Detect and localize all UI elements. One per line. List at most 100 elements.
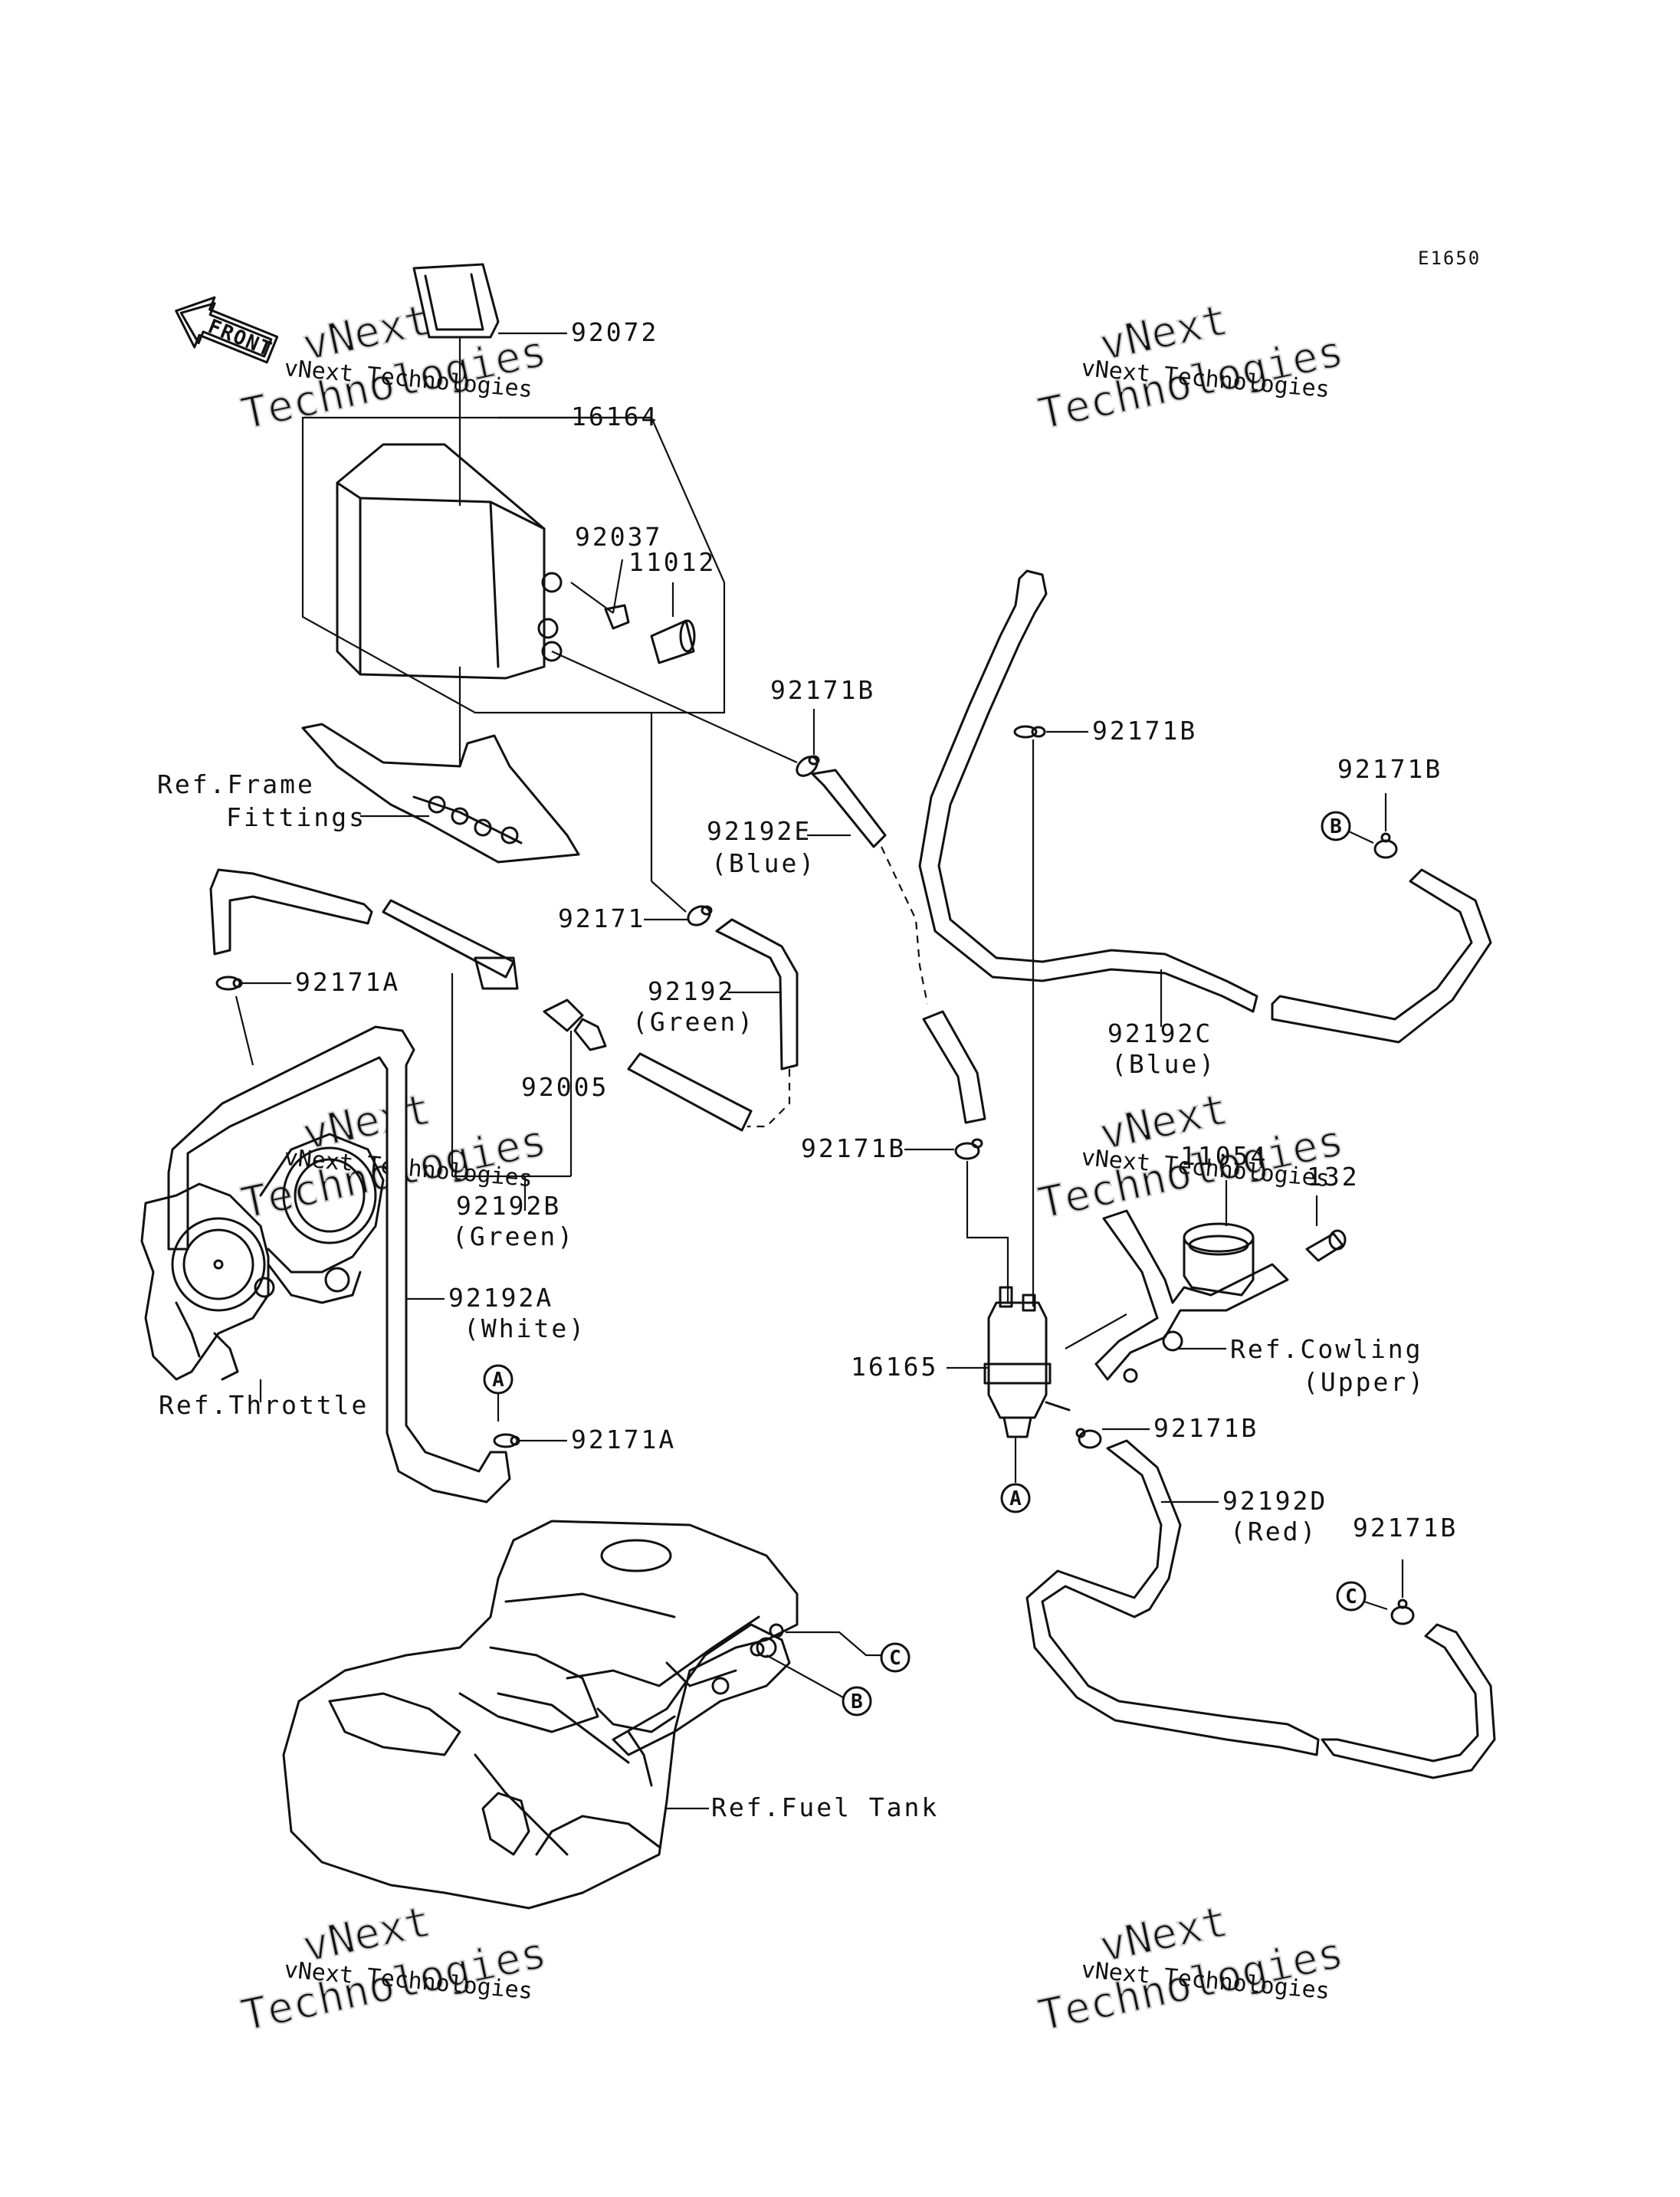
fuel-tank-nipple-b (750, 1641, 765, 1657)
label-92192A-color: (White) (464, 1313, 586, 1343)
label-92192B: 92192B (456, 1191, 561, 1221)
hose-92192B-left (209, 868, 373, 956)
label-16165: 16165 (851, 1352, 938, 1382)
leader-canister-outlet (551, 650, 798, 764)
leader-92171B-4-down (966, 1161, 1009, 1303)
front-arrow-icon: FRONT (175, 296, 279, 364)
hose-92192-green (715, 918, 799, 1071)
clamp-92171B-3 (1373, 832, 1398, 859)
hose-92192E (811, 769, 887, 848)
clamp-92171B-5 (1075, 1428, 1102, 1449)
watermark-top-right: vNext Technologies vNext Technologies (1033, 294, 1348, 441)
label-92171B-2: 92171B (1092, 716, 1197, 746)
label-92171B-4: 92171B (801, 1133, 906, 1163)
leader-marker-B-left (766, 1654, 844, 1698)
leader-marker-C-left (786, 1631, 881, 1657)
marker-C-left: C (880, 1642, 911, 1673)
hose-92192A-white (167, 1025, 511, 1503)
hose-92192D-red (1025, 1439, 1320, 1756)
svg-text:C: C (889, 1647, 901, 1670)
label-92192B-color: (Green) (452, 1221, 575, 1251)
label-92192D-color: (Red) (1230, 1517, 1317, 1546)
marker-B-right: B (1321, 811, 1351, 841)
hose-92192E-lower (922, 1010, 986, 1124)
label-ref-frame-2: Fittings (226, 802, 366, 832)
marker-A-right: A (1000, 1483, 1031, 1513)
hose-92192C-right (1271, 868, 1492, 1044)
bolt-132 (1305, 1229, 1347, 1262)
marker-B-left: B (842, 1686, 872, 1717)
throttle-body (140, 1133, 385, 1381)
label-132: 132 (1307, 1162, 1360, 1192)
label-92192C: 92192C (1107, 1018, 1212, 1048)
leader-92037 (612, 559, 624, 614)
clamp-92171B-1 (796, 755, 820, 777)
label-92192: 92192 (648, 976, 735, 1006)
label-92171B-1: 92171B (770, 675, 875, 705)
diagram-code: E1650 (1418, 248, 1481, 269)
fuel-tank-nipple-c (769, 1623, 784, 1638)
label-11054: 11054 (1180, 1141, 1268, 1171)
label-92072: 92072 (571, 317, 658, 347)
leader-marker-B-right (1348, 831, 1374, 844)
hose-92192-dashed (747, 1069, 791, 1128)
label-11012: 11012 (628, 547, 716, 577)
watermark-bottom-right: vNext Technologies vNext Technologies (1033, 1896, 1348, 2042)
bracket-92072 (412, 263, 500, 339)
label-92171B-5: 92171B (1153, 1413, 1258, 1443)
svg-text:B: B (1330, 815, 1342, 838)
clamp-92171B-6 (1390, 1599, 1415, 1625)
label-92192E-color: (Blue) (711, 848, 816, 878)
label-92192A: 92192A (448, 1283, 553, 1313)
clamp-92171A-2 (493, 1433, 520, 1448)
clamp-92171A-1 (215, 976, 243, 991)
label-92171B-6: 92171B (1353, 1513, 1458, 1543)
watermark-bottom-left: vNext Technologies vNext Technologies (236, 1896, 551, 2042)
hose-92192B-lower (627, 1052, 753, 1132)
svg-text:A: A (492, 1369, 504, 1392)
hose-92192C-blue (918, 569, 1258, 1013)
clamp-92171 (687, 905, 713, 926)
svg-text:C: C (1345, 1585, 1357, 1608)
marker-A-left: A (483, 1364, 514, 1395)
filter-16165 (983, 1286, 1071, 1438)
hose-92192D-right (1321, 1623, 1496, 1779)
label-ref-fuel-tank: Ref.Fuel Tank (711, 1792, 939, 1822)
leader-92171A-down (235, 995, 254, 1066)
cap-11012 (650, 619, 696, 664)
marker-C-right: C (1336, 1581, 1367, 1612)
cowling-stay (1094, 1209, 1289, 1383)
label-92171B-3: 92171B (1337, 754, 1442, 784)
label-92192C-color: (Blue) (1111, 1049, 1216, 1079)
label-ref-cowling-2: (Upper) (1303, 1367, 1426, 1397)
label-92192E: 92192E (707, 816, 812, 846)
svg-text:B: B (851, 1690, 863, 1713)
hose-92192B-joint (474, 956, 519, 990)
label-92171A-2: 92171A (571, 1425, 676, 1454)
label-ref-cowling-1: Ref.Cowling (1230, 1334, 1423, 1364)
hose-92192E-dashed (881, 846, 929, 1005)
label-92171A-1: 92171A (295, 967, 400, 997)
hose-92192B-upper (382, 899, 515, 979)
joint-92005 (543, 998, 607, 1051)
label-92171: 92171 (558, 903, 645, 933)
label-92192D: 92192D (1222, 1486, 1327, 1516)
label-92192-color: (Green) (632, 1007, 755, 1037)
leader-marker-C-right (1363, 1600, 1388, 1611)
leader-92171-join (651, 880, 687, 913)
label-92005: 92005 (521, 1072, 609, 1102)
label-92037: 92037 (575, 522, 662, 552)
label-ref-throttle: Ref.Throttle (159, 1390, 369, 1420)
clamp-92171B-2 (1013, 725, 1046, 739)
canister-16164 (301, 416, 726, 714)
clip-92037 (570, 582, 630, 630)
svg-text:A: A (1009, 1487, 1022, 1510)
label-16164: 16164 (571, 402, 658, 431)
fuel-tank (282, 1520, 799, 1910)
clamp-92171B-4 (954, 1138, 983, 1160)
label-ref-frame-1: Ref.Frame (157, 769, 315, 799)
frame-fitting (301, 723, 580, 864)
damper-11054 (1183, 1222, 1255, 1297)
leader-cowling-stay (1065, 1313, 1127, 1349)
